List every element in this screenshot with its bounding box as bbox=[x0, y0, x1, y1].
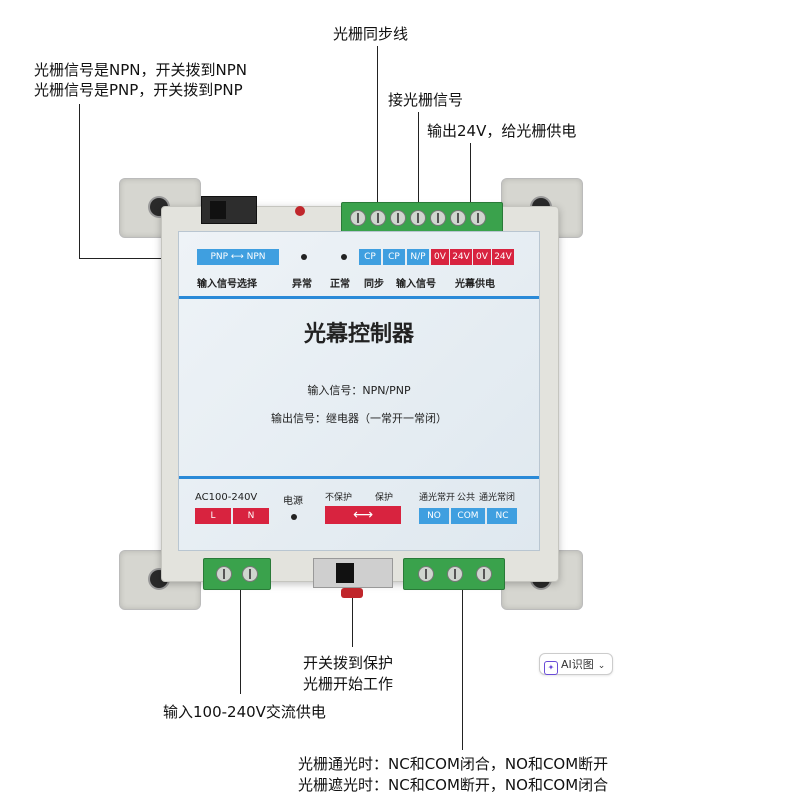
switch-knob[interactable] bbox=[210, 201, 226, 219]
leader-line-npn-v bbox=[79, 104, 80, 259]
chevron-down-icon: ⌄ bbox=[597, 661, 606, 671]
v24b-pill: 24V bbox=[492, 249, 514, 265]
annotation-sync-line: 光栅同步线 bbox=[333, 25, 409, 43]
label-input-select: 输入信号选择 bbox=[197, 279, 257, 290]
annotation-nc-1: 光栅通光时：NC和COM闭合，NO和COM断开 bbox=[298, 755, 609, 773]
annotation-npn-1: 光栅信号是NPN，开关拨到NPN bbox=[34, 61, 247, 79]
v0a-pill: 0V bbox=[431, 249, 449, 265]
label-no-protect: 不保护 bbox=[325, 493, 353, 503]
terminal-screw-icon[interactable] bbox=[470, 210, 486, 226]
cp1-pill: CP bbox=[359, 249, 381, 265]
label-protect: 保护 bbox=[375, 493, 394, 503]
terminal-screw-icon[interactable] bbox=[370, 210, 386, 226]
l-pill: L bbox=[195, 508, 231, 524]
annotation-protect-2: 光栅开始工作 bbox=[303, 675, 394, 693]
led-red-icon bbox=[295, 206, 305, 216]
bottom-terminal-relay bbox=[403, 558, 505, 590]
controller-device: PNP ⟷ NPN CP CP N/P 0V 24V 0V 24V 输入信号选择… bbox=[103, 178, 598, 610]
label-curtain-power: 光幕供电 bbox=[455, 279, 495, 290]
bottom-terminal-ac bbox=[203, 558, 271, 590]
v24a-pill: 24V bbox=[450, 249, 472, 265]
fault-led-indicator bbox=[301, 254, 307, 260]
annotation-protect-1: 开关拨到保护 bbox=[303, 654, 394, 672]
terminal-screw-icon[interactable] bbox=[418, 566, 434, 582]
leader-line-signal bbox=[418, 112, 419, 258]
nc-pill: NC bbox=[487, 508, 517, 524]
terminal-screw-icon[interactable] bbox=[350, 210, 366, 226]
terminal-screw-icon[interactable] bbox=[476, 566, 492, 582]
cp2-pill: CP bbox=[383, 249, 405, 265]
protect-arrow-pill: ⟷ bbox=[325, 506, 401, 524]
spec-output: 输出信号：继电器（一常开一常闭） bbox=[271, 412, 447, 425]
no-pill: NO bbox=[419, 508, 449, 524]
n-pill: N bbox=[233, 508, 269, 524]
label-common: 公共 bbox=[457, 493, 476, 503]
terminal-screw-icon[interactable] bbox=[450, 210, 466, 226]
terminal-screw-icon[interactable] bbox=[447, 566, 463, 582]
npn-pnp-switch[interactable] bbox=[201, 196, 257, 224]
annotation-ac-input: 输入100-240V交流供电 bbox=[163, 703, 326, 721]
label-sync: 同步 bbox=[364, 279, 384, 290]
front-label-panel: PNP ⟷ NPN CP CP N/P 0V 24V 0V 24V 输入信号选择… bbox=[178, 231, 540, 551]
label-open: 通光常开 bbox=[419, 493, 456, 503]
top-terminal-block bbox=[341, 202, 503, 234]
leader-line-sync bbox=[377, 46, 378, 258]
leader-line-protect bbox=[352, 585, 353, 647]
ai-scan-icon: ✦ bbox=[544, 661, 558, 675]
annotation-nc-2: 光栅遮光时：NC和COM断开，NO和COM闭合 bbox=[298, 776, 609, 794]
leader-line-npn-h bbox=[79, 258, 207, 259]
ai-button-label: AI识图 bbox=[561, 658, 594, 671]
np-pill: N/P bbox=[407, 249, 429, 265]
device-title: 光幕控制器 bbox=[303, 322, 414, 347]
panel-divider-bottom bbox=[179, 476, 539, 479]
terminal-screw-icon[interactable] bbox=[430, 210, 446, 226]
spec-input: 输入信号：NPN/PNP bbox=[307, 384, 411, 397]
com-pill: COM bbox=[451, 508, 485, 524]
switch-knob[interactable] bbox=[336, 563, 354, 583]
annotation-power-out: 输出24V，给光栅供电 bbox=[427, 122, 577, 140]
label-ac: AC100-240V bbox=[195, 492, 258, 503]
protect-switch[interactable] bbox=[313, 558, 393, 588]
annotation-signal-in: 接光栅信号 bbox=[388, 91, 464, 109]
terminal-screw-icon[interactable] bbox=[410, 210, 426, 226]
leader-line-power bbox=[470, 143, 471, 258]
protect-switch-red-cap bbox=[341, 588, 363, 598]
v0b-pill: 0V bbox=[473, 249, 491, 265]
label-fault: 异常 bbox=[292, 279, 312, 290]
pnp-npn-pill: PNP ⟷ NPN bbox=[197, 249, 279, 265]
ai-recognize-button[interactable]: ✦AI识图⌄ bbox=[539, 653, 613, 675]
terminal-screw-icon[interactable] bbox=[216, 566, 232, 582]
label-closed: 通光常闭 bbox=[479, 493, 516, 503]
terminal-screw-icon[interactable] bbox=[242, 566, 258, 582]
panel-divider-top bbox=[179, 296, 539, 299]
leader-line-nc bbox=[462, 578, 463, 750]
terminal-screw-icon[interactable] bbox=[390, 210, 406, 226]
annotation-npn-2: 光栅信号是PNP，开关拨到PNP bbox=[34, 81, 243, 99]
label-power: 电源 bbox=[283, 496, 303, 507]
power-led-indicator bbox=[291, 514, 297, 520]
label-normal: 正常 bbox=[330, 279, 350, 290]
label-input-signal: 输入信号 bbox=[396, 279, 436, 290]
leader-line-ac bbox=[240, 578, 241, 694]
normal-led-indicator bbox=[341, 254, 347, 260]
